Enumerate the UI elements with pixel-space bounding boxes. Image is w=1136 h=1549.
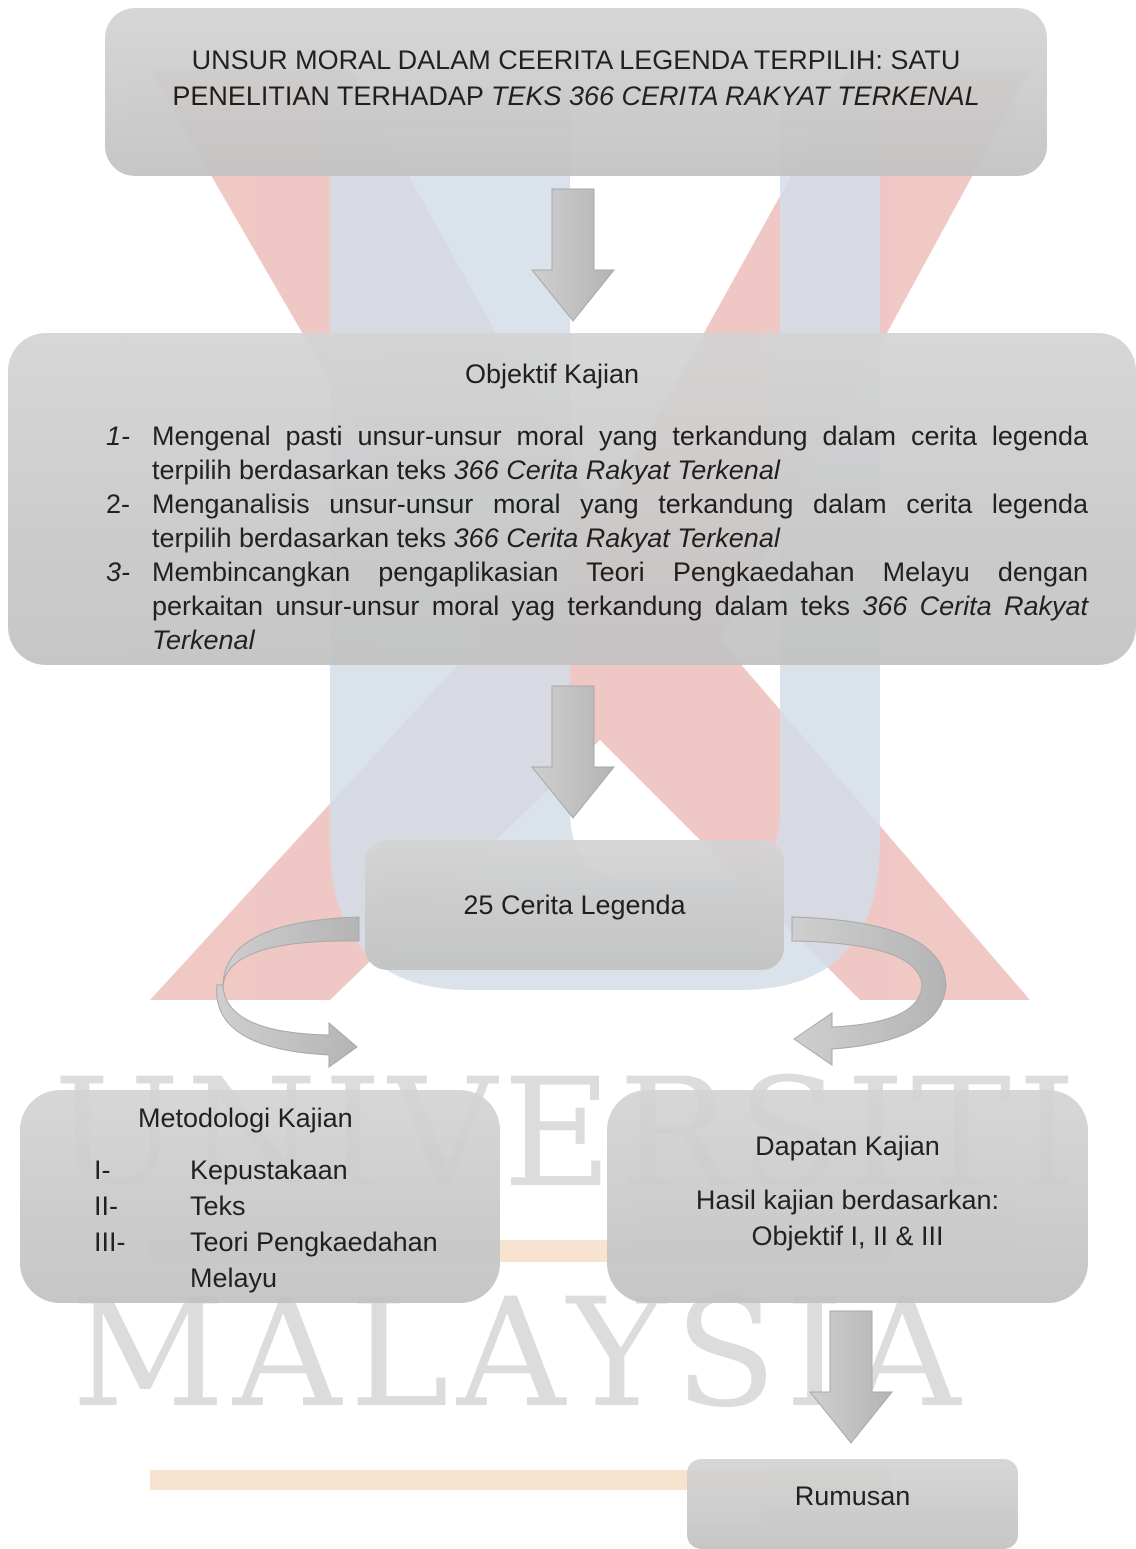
cerita-legenda-box: 25 Cerita Legenda	[365, 840, 784, 970]
objektif-item: 3- Membincangkan pengaplikasian Teori Pe…	[106, 555, 1088, 657]
objektif-item: 1- Mengenal pasti unsur-unsur moral yang…	[106, 419, 1088, 487]
objektif-item: 2- Menganalisis unsur-unsur moral yang t…	[106, 487, 1088, 555]
metodologi-box: Metodologi Kajian I- Kepustakaan II- Tek…	[20, 1090, 500, 1303]
objektif-number: 2-	[106, 489, 131, 519]
objektif-box: Objektif Kajian 1- Mengenal pasti unsur-…	[8, 333, 1136, 665]
dapatan-box: Dapatan Kajian Hasil kajian berdasarkan:…	[607, 1090, 1088, 1303]
down-arrow-1	[530, 188, 616, 322]
metodologi-number: II-	[94, 1191, 118, 1221]
metodologi-item: III- Teori Pengkaedahan Melayu	[94, 1224, 500, 1296]
objektif-text: Menganalisis unsur-unsur moral yang terk…	[152, 489, 1088, 553]
curved-arrow-right	[791, 916, 947, 1066]
cerita-legenda-label: 25 Cerita Legenda	[463, 889, 686, 920]
curved-arrow-left	[216, 916, 360, 1068]
metodologi-text: Teori Pengkaedahan Melayu	[190, 1227, 438, 1293]
rumusan-label: Rumusan	[794, 1481, 911, 1511]
down-arrow-2	[530, 685, 616, 819]
metodologi-number: I-	[94, 1155, 111, 1185]
metodologi-text: Teks	[190, 1191, 246, 1221]
title-box: UNSUR MORAL DALAM CEERITA LEGENDA TERPIL…	[105, 8, 1047, 176]
down-arrow-3	[808, 1310, 894, 1444]
objektif-number: 1-	[106, 421, 131, 451]
objektif-heading: Objektif Kajian	[464, 359, 640, 389]
dapatan-line-2: Objektif I, II & III	[751, 1221, 944, 1251]
dapatan-line-1: Hasil kajian berdasarkan:	[695, 1185, 1000, 1215]
rumusan-box: Rumusan	[687, 1459, 1018, 1549]
objektif-number: 3-	[106, 557, 131, 587]
diagram-title: UNSUR MORAL DALAM CEERITA LEGENDA TERPIL…	[172, 45, 980, 111]
objektif-text: Membincangkan pengaplikasian Teori Pengk…	[152, 557, 1088, 655]
metodologi-heading: Metodologi Kajian	[138, 1103, 353, 1133]
metodologi-item: II- Teks	[94, 1188, 500, 1224]
objektif-text: Mengenal pasti unsur-unsur moral yang te…	[152, 421, 1088, 485]
metodologi-text: Kepustakaan	[190, 1155, 348, 1185]
dapatan-heading: Dapatan Kajian	[755, 1131, 940, 1161]
metodologi-item: I- Kepustakaan	[94, 1152, 500, 1188]
metodologi-number: III-	[94, 1227, 126, 1257]
